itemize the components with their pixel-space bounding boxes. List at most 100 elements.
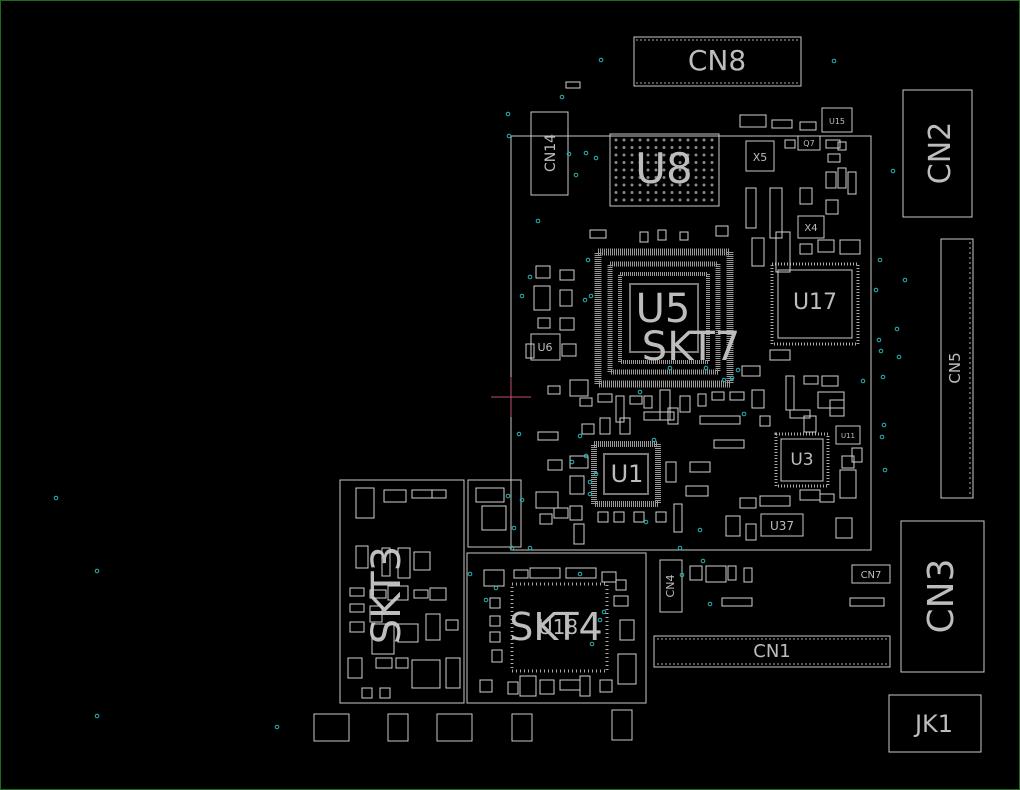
via — [882, 467, 888, 473]
bga-ball — [646, 176, 650, 179]
passive-pad — [431, 489, 447, 499]
passive-pad — [397, 623, 419, 643]
passive-pad — [371, 623, 395, 655]
component-u3[interactable]: U3 — [774, 432, 830, 488]
passive-pad — [729, 391, 745, 401]
passive-pad — [599, 417, 611, 435]
passive-pad — [643, 411, 675, 421]
bga-ball — [710, 176, 714, 179]
component-cn8[interactable]: CN8 — [633, 36, 802, 87]
component-cn2[interactable]: CN2 — [902, 89, 973, 218]
component-cn5[interactable]: CN5 — [940, 238, 974, 499]
bga-ball — [678, 176, 682, 179]
via — [505, 493, 511, 499]
passive-pad — [837, 141, 847, 151]
cn8-label: CN8 — [688, 44, 746, 77]
bga-ball — [614, 198, 618, 202]
component-skt3[interactable]: SKT3 — [339, 479, 465, 704]
skt7-outline[interactable] — [510, 135, 872, 551]
component-q7[interactable]: Q7 — [797, 135, 821, 151]
passive-pad — [619, 417, 631, 435]
component-u11[interactable]: U11 — [835, 425, 861, 445]
passive-pad — [739, 114, 767, 128]
bga-ball — [630, 153, 634, 157]
component-x4[interactable]: X4 — [797, 215, 825, 239]
bottom-part-3[interactable] — [436, 713, 473, 742]
bga-ball — [702, 153, 706, 157]
component-x5[interactable]: X5 — [745, 140, 775, 172]
component-u1[interactable]: U1 — [591, 441, 661, 507]
passive-pad — [741, 365, 761, 377]
passive-pad — [355, 545, 369, 569]
component-cn3[interactable]: CN3 — [900, 520, 985, 673]
component-jk1[interactable]: JK1 — [888, 694, 982, 753]
component-u6[interactable]: U6 — [530, 333, 561, 361]
bottom-part-1[interactable] — [313, 713, 350, 742]
bga-ball — [710, 168, 714, 172]
component-u15[interactable]: U15 — [821, 107, 853, 133]
skt7-label: SKT7 — [642, 324, 740, 370]
via — [493, 585, 499, 591]
via — [588, 293, 594, 299]
component-cn1[interactable]: CN1 — [653, 635, 891, 668]
bga-ball — [670, 176, 674, 179]
component-cn4[interactable]: CN4 — [659, 559, 683, 613]
bga-ball — [622, 161, 626, 164]
bga-ball — [614, 146, 618, 149]
via — [509, 545, 515, 551]
via — [894, 326, 900, 332]
cn2-label: CN2 — [923, 122, 958, 184]
component-u8[interactable]: U8 — [609, 133, 720, 207]
small-module-outline[interactable] — [467, 479, 522, 548]
passive-pad — [629, 395, 643, 405]
via — [700, 558, 706, 564]
passive-pad — [355, 487, 375, 519]
via — [860, 378, 866, 384]
passive-pad — [569, 379, 589, 397]
via — [527, 274, 533, 280]
crosshair-cursor — [491, 377, 531, 417]
bga-ball — [702, 183, 706, 187]
bga-ball — [670, 198, 674, 202]
u6-label: U6 — [537, 341, 552, 354]
via — [519, 293, 525, 299]
passive-pad — [775, 231, 791, 273]
bga-ball — [710, 198, 714, 202]
component-u17[interactable]: U17 — [770, 262, 860, 346]
passive-pad — [825, 139, 841, 149]
bottom-part-2[interactable] — [387, 713, 409, 742]
via — [597, 617, 603, 623]
passive-pad — [565, 567, 597, 579]
passive-pad — [803, 415, 817, 433]
component-u5[interactable]: U5 SKT7 — [594, 248, 740, 388]
passive-pad — [525, 343, 535, 359]
passive-pad — [615, 579, 627, 591]
bga-ball — [694, 176, 698, 179]
passive-pad — [685, 485, 709, 497]
component-skt4[interactable]: U18 SKT4 — [466, 552, 647, 704]
component-u37[interactable]: U37 — [760, 513, 804, 537]
bottom-part-5[interactable] — [611, 709, 633, 741]
passive-pad — [769, 187, 783, 239]
bga-ball — [678, 161, 682, 164]
via — [703, 365, 709, 371]
via — [53, 495, 59, 501]
via — [573, 172, 579, 178]
component-cn7[interactable]: CN7 — [851, 564, 891, 584]
bga-ball — [702, 176, 706, 179]
via — [94, 713, 100, 719]
via — [577, 433, 583, 439]
bga-ball — [678, 146, 682, 149]
passive-pad — [547, 459, 563, 471]
passive-pad — [821, 375, 839, 387]
bottom-part-4[interactable] — [511, 713, 533, 742]
bga-ball — [638, 168, 642, 172]
passive-pad — [535, 491, 559, 509]
via — [667, 365, 673, 371]
passive-pad — [425, 613, 441, 641]
bga-ball — [686, 191, 690, 194]
via — [527, 545, 533, 551]
component-cn14[interactable]: CN14 — [530, 111, 569, 196]
u1-label: U1 — [611, 460, 644, 488]
